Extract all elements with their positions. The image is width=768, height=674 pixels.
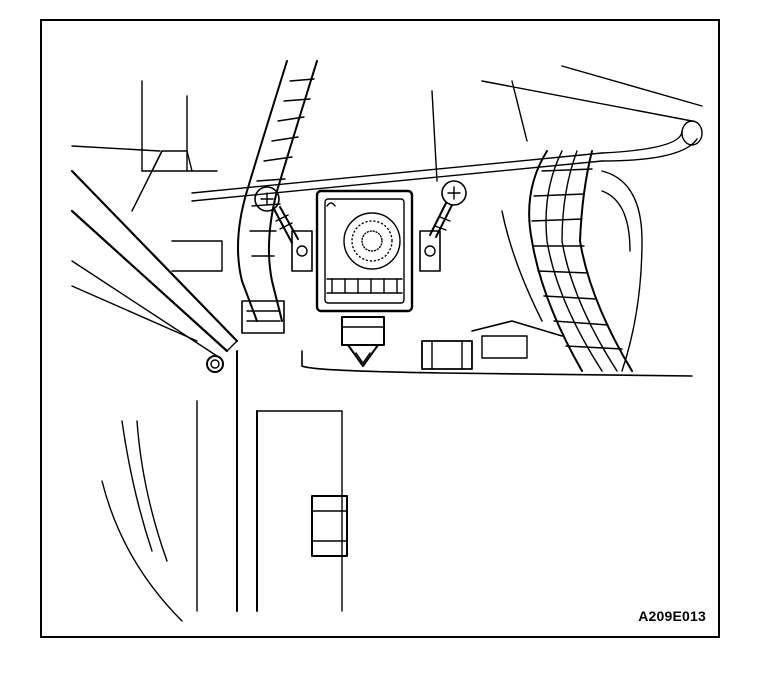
module-connector: [342, 317, 384, 366]
control-module: [317, 191, 412, 311]
left-brace: [72, 151, 237, 356]
figure-code: A209E013: [638, 608, 706, 624]
line-drawing: [42, 21, 718, 636]
support-rod: [192, 121, 702, 201]
screw-right: [430, 181, 466, 237]
left-harness: [238, 61, 317, 333]
lower-panel: [102, 351, 692, 621]
figure-frame: A209E013: [40, 19, 720, 638]
screw-left: [255, 187, 298, 243]
mounting-bracket: [292, 231, 440, 271]
dash-trim-lines: [72, 66, 702, 271]
right-harness: [422, 151, 642, 371]
